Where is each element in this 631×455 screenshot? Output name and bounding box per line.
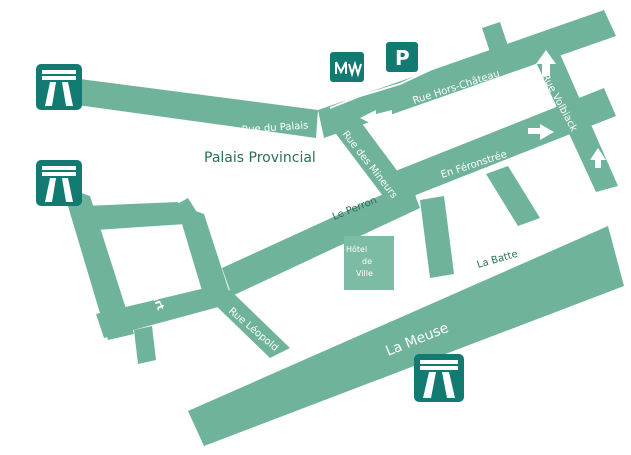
label-la-batte: La Batte — [476, 249, 519, 271]
road-place-east — [176, 204, 230, 304]
arrow-palais-down — [340, 92, 352, 102]
road-en-feronstree — [378, 88, 616, 206]
road-le-perron — [222, 182, 420, 296]
parking-letter: P — [395, 46, 410, 70]
road-north-stub — [170, 198, 198, 222]
road-rue-du-palais — [70, 78, 318, 138]
museum-icon[interactable] — [330, 52, 364, 82]
river-la-meuse — [188, 226, 624, 446]
road-place-north — [84, 202, 186, 230]
road-rue-leopold — [208, 290, 290, 358]
label-hotel-line3: Ville — [356, 269, 373, 278]
hotel-de-ville-block — [344, 236, 394, 290]
highway-icon[interactable] — [36, 64, 82, 110]
road-west-diagonal — [62, 186, 134, 340]
label-rue-du-palais: Rue du Palais — [241, 120, 308, 136]
arrow-volbiack-up — [536, 50, 556, 76]
road-mid-connector — [420, 196, 454, 278]
label-palais-provincial: Palais Provincial — [204, 150, 316, 166]
arrow-right-up — [590, 148, 606, 168]
road-rue-des-mineurs — [318, 102, 416, 208]
label-rue-leopold: Rue Léopold — [226, 305, 281, 354]
road-rue-hors-chateau — [318, 10, 616, 138]
road-place-south — [96, 286, 222, 338]
arrow-hors-chateau — [360, 110, 392, 126]
road-north-spur — [482, 22, 510, 58]
label-hotel-line2: de — [362, 257, 372, 266]
palais-outline — [317, 10, 434, 109]
road-south-stub — [134, 326, 156, 364]
label-hotel-line1: Hôtel — [346, 244, 367, 254]
highway-icon[interactable] — [36, 160, 82, 206]
arrow-feronstree — [528, 124, 554, 140]
highway-icon[interactable] — [414, 354, 464, 402]
road-la-batte-link — [486, 166, 540, 226]
parking-icon[interactable]: P — [386, 42, 418, 72]
